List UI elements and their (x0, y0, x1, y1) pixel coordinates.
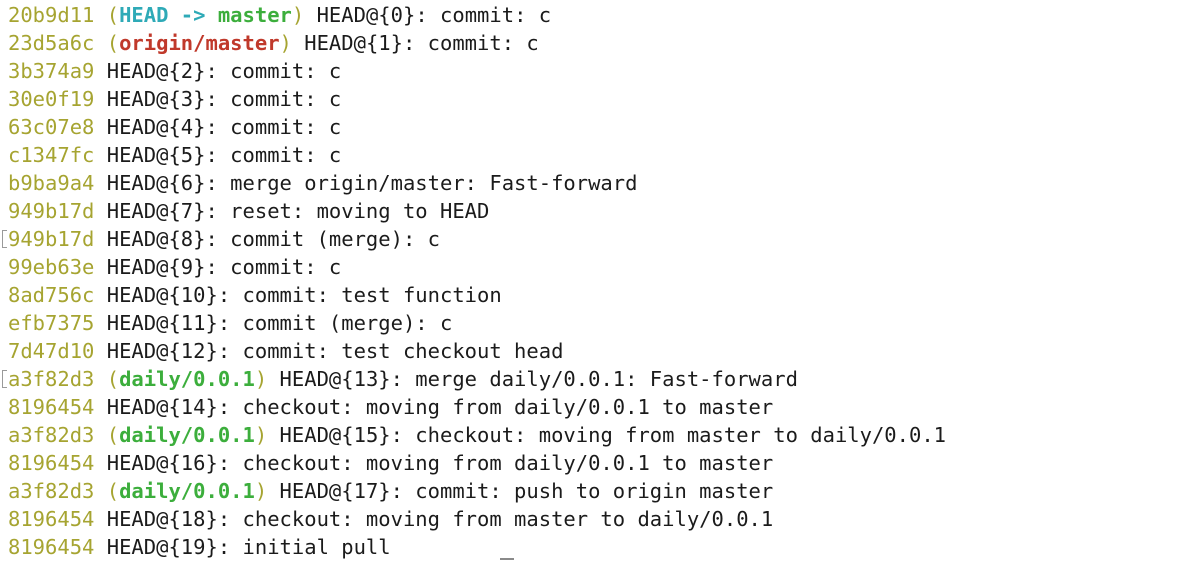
ref-decoration-open: ( (106, 3, 120, 27)
terminal-cursor (500, 558, 514, 560)
commit-hash: 99eb63e (8, 255, 95, 279)
ref-name: daily/0.0.1 (119, 423, 255, 447)
line-marker (2, 370, 7, 388)
reflog-message: HEAD@{15}: checkout: moving from master … (279, 423, 947, 447)
commit-hash: efb7375 (8, 311, 95, 335)
ref-decoration-close: ) (254, 479, 268, 503)
reflog-message: HEAD@{17}: commit: push to origin master (279, 479, 774, 503)
ref-name: origin/master (119, 31, 280, 55)
commit-hash: b9ba9a4 (8, 171, 95, 195)
commit-hash: 20b9d11 (8, 3, 95, 27)
ref-name: daily/0.0.1 (119, 367, 255, 391)
commit-hash: a3f82d3 (8, 423, 95, 447)
reflog-line: c1347fc HEAD@{5}: commit: c (8, 141, 341, 169)
reflog-message: HEAD@{3}: commit: c (106, 87, 342, 111)
reflog-line: 8ad756c HEAD@{10}: commit: test function (8, 281, 502, 309)
ref-name: HEAD -> (119, 3, 218, 27)
reflog-line: 63c07e8 HEAD@{4}: commit: c (8, 113, 341, 141)
ref-name: daily/0.0.1 (119, 479, 255, 503)
commit-hash: 23d5a6c (8, 31, 95, 55)
ref-name: master (217, 3, 292, 27)
reflog-line: b9ba9a4 HEAD@{6}: merge origin/master: F… (8, 169, 637, 197)
line-marker (2, 230, 7, 248)
reflog-message: HEAD@{11}: commit (merge): c (106, 311, 453, 335)
reflog-message: HEAD@{9}: commit: c (106, 255, 342, 279)
commit-hash: 949b17d (8, 199, 95, 223)
commit-hash: a3f82d3 (8, 479, 95, 503)
reflog-message: HEAD@{8}: commit (merge): c (106, 227, 440, 251)
ref-decoration-open: ( (106, 367, 120, 391)
commit-hash: c1347fc (8, 143, 95, 167)
reflog-message: HEAD@{2}: commit: c (106, 59, 342, 83)
reflog-message: HEAD@{10}: commit: test function (106, 283, 502, 307)
reflog-message: HEAD@{16}: checkout: moving from daily/0… (106, 451, 774, 475)
reflog-line: 23d5a6c (origin/master) HEAD@{1}: commit… (8, 29, 539, 57)
commit-hash: 30e0f19 (8, 87, 95, 111)
ref-decoration-open: ( (106, 479, 120, 503)
commit-hash: 8196454 (8, 451, 95, 475)
reflog-message: HEAD@{12}: commit: test checkout head (106, 339, 564, 363)
reflog-line: 30e0f19 HEAD@{3}: commit: c (8, 85, 341, 113)
ref-decoration-close: ) (291, 3, 305, 27)
ref-decoration-open: ( (106, 423, 120, 447)
reflog-message: HEAD@{4}: commit: c (106, 115, 342, 139)
commit-hash: 8ad756c (8, 283, 95, 307)
reflog-message: HEAD@{6}: merge origin/master: Fast-forw… (106, 171, 638, 195)
reflog-line: 3b374a9 HEAD@{2}: commit: c (8, 57, 341, 85)
reflog-message: HEAD@{14}: checkout: moving from daily/0… (106, 395, 774, 419)
reflog-line: 7d47d10 HEAD@{12}: commit: test checkout… (8, 337, 563, 365)
reflog-line: 949b17d HEAD@{8}: commit (merge): c (8, 225, 440, 253)
reflog-message: HEAD@{7}: reset: moving to HEAD (106, 199, 490, 223)
ref-decoration-open: ( (106, 31, 120, 55)
reflog-message: HEAD@{5}: commit: c (106, 143, 342, 167)
ref-decoration-close: ) (279, 31, 292, 55)
commit-hash: a3f82d3 (8, 367, 95, 391)
reflog-line: a3f82d3 (daily/0.0.1) HEAD@{17}: commit:… (8, 477, 773, 505)
reflog-line: 8196454 HEAD@{18}: checkout: moving from… (8, 505, 773, 533)
commit-hash: 8196454 (8, 535, 95, 559)
reflog-message: HEAD@{13}: merge daily/0.0.1: Fast-forwa… (279, 367, 798, 391)
ref-decoration-close: ) (254, 367, 268, 391)
commit-hash: 63c07e8 (8, 115, 95, 139)
commit-hash: 8196454 (8, 507, 95, 531)
reflog-line: 949b17d HEAD@{7}: reset: moving to HEAD (8, 197, 489, 225)
reflog-line: 99eb63e HEAD@{9}: commit: c (8, 253, 341, 281)
commit-hash: 3b374a9 (8, 59, 95, 83)
ref-decoration-close: ) (254, 423, 268, 447)
reflog-line: 20b9d11 (HEAD -> master) HEAD@{0}: commi… (8, 1, 551, 29)
reflog-line: 8196454 HEAD@{19}: initial pull (8, 533, 391, 561)
reflog-line: a3f82d3 (daily/0.0.1) HEAD@{15}: checkou… (8, 421, 946, 449)
reflog-message: HEAD@{19}: initial pull (106, 535, 391, 559)
reflog-line: a3f82d3 (daily/0.0.1) HEAD@{13}: merge d… (8, 365, 798, 393)
commit-hash: 949b17d (8, 227, 95, 251)
reflog-line: 8196454 HEAD@{16}: checkout: moving from… (8, 449, 773, 477)
reflog-line: efb7375 HEAD@{11}: commit (merge): c (8, 309, 452, 337)
reflog-message: HEAD@{0}: commit: c (316, 3, 552, 27)
commit-hash: 8196454 (8, 395, 95, 419)
reflog-line: 8196454 HEAD@{14}: checkout: moving from… (8, 393, 773, 421)
reflog-message: HEAD@{18}: checkout: moving from master … (106, 507, 774, 531)
commit-hash: 7d47d10 (8, 339, 95, 363)
reflog-message: HEAD@{1}: commit: c (304, 31, 539, 55)
